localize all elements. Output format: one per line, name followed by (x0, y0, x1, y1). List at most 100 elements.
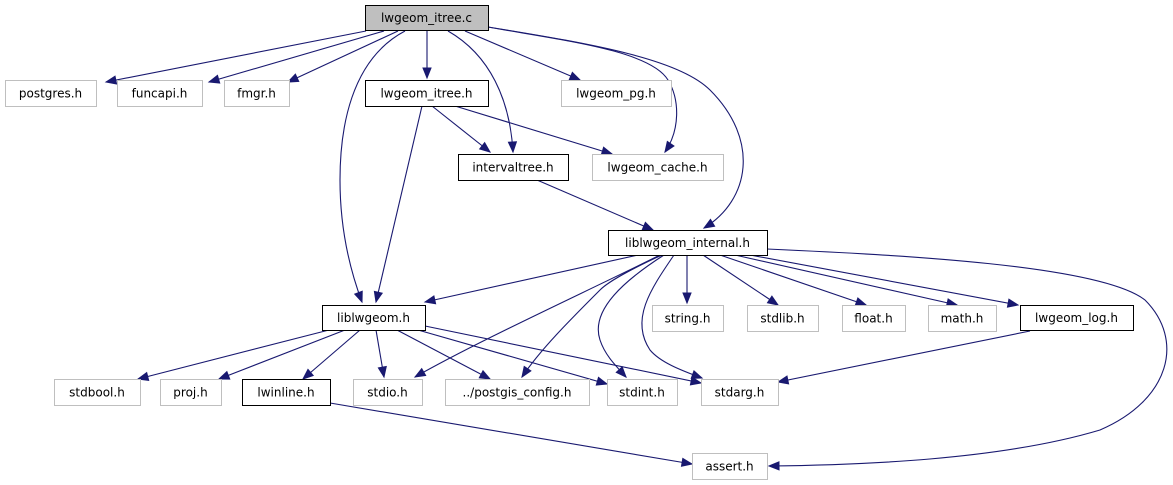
node-label: lwgeom_pg.h (576, 87, 656, 101)
node-label: stdlib.h (760, 312, 804, 326)
arrowhead-icon (766, 295, 780, 306)
node-lwgeom-cache-h: lwgeom_cache.h (592, 154, 724, 181)
arrowhead-icon (217, 370, 231, 380)
arrowhead-icon (680, 457, 694, 467)
node-lwgeom-log-h[interactable]: lwgeom_log.h (1020, 305, 1134, 331)
arrowhead-icon (595, 376, 609, 386)
node-lwgeom-itree-c[interactable]: lwgeom_itree.c (365, 5, 489, 31)
edge-liblwgeom_internal_h-to-stdlib_h (702, 254, 780, 306)
node-liblwgeom-internal-h[interactable]: liblwgeom_internal.h (608, 230, 768, 256)
edge-line (105, 30, 367, 83)
edge-lwgeom_itree_c-to-lwgeom_pg_h (464, 30, 582, 81)
node-box (747, 305, 819, 332)
node-box (365, 5, 489, 31)
node-box (561, 80, 672, 107)
edge-lwgeom_itree_c-to-intervaltree_h (447, 30, 518, 154)
node-proj-h: proj.h (160, 379, 222, 406)
edge-line (424, 254, 639, 303)
edge-line (414, 254, 661, 378)
node-postgis-config-h: ../postgis_config.h (445, 379, 590, 406)
node-stdlib-h: stdlib.h (747, 305, 819, 332)
node-liblwgeom-h[interactable]: liblwgeom.h (322, 305, 426, 331)
edge-line (766, 248, 1168, 467)
edge-line (749, 254, 1019, 306)
node-string-h: string.h (652, 305, 724, 332)
node-box (607, 379, 678, 406)
node-label: stdio.h (367, 386, 407, 400)
edge-line (218, 329, 346, 380)
edge-liblwgeom_h-to-stdio_h (375, 329, 387, 379)
edge-intervaltree_h-to-liblwgeom_internal_h (536, 179, 655, 231)
arrowhead-icon (568, 71, 582, 81)
arrowhead-icon (507, 141, 518, 154)
edge-lwgeom_log_h-to-stdarg_h (776, 330, 1031, 385)
arrowhead-icon (136, 371, 150, 381)
node-box (353, 379, 423, 406)
arrowhead-icon (615, 366, 627, 378)
node-stdbool-h: stdbool.h (54, 379, 141, 406)
arrowhead-icon (301, 368, 315, 380)
node-label: lwgeom_cache.h (607, 161, 707, 175)
arrowhead-icon (423, 295, 437, 305)
nodes-layer: lwgeom_itree.c postgres.h funcapi.h fmgr.h l… (5, 5, 1134, 480)
edge-line (424, 325, 702, 384)
node-box (592, 154, 724, 181)
edge-line (719, 254, 867, 306)
edge-line (597, 254, 665, 378)
edge-liblwgeom_internal_h-to-assert_h (766, 248, 1168, 471)
node-label: stdbool.h (69, 386, 125, 400)
edge-lwgeom_itree_c-to-fmgr_h (286, 30, 399, 83)
edge-liblwgeom_h-to-stdbool_h (136, 329, 330, 381)
node-stdarg-h: stdarg.h (701, 379, 779, 406)
edge-lwgeom_itree_c-to-liblwgeom_internal_h (487, 26, 744, 229)
node-label: fmgr.h (237, 87, 276, 101)
edge-line (536, 179, 654, 231)
arrowhead-icon (478, 141, 492, 153)
edge-line (375, 105, 423, 303)
edge-lwinline_h-to-assert_h (329, 402, 694, 467)
arrowhead-icon (854, 297, 868, 307)
node-funcapi-h: funcapi.h (117, 80, 203, 107)
edge-liblwgeom_h-to-lwinline_h (301, 329, 361, 380)
node-label: stdarg.h (715, 386, 765, 400)
edge-line (487, 26, 744, 229)
edge-line (287, 30, 399, 83)
arrowhead-icon (377, 365, 387, 379)
node-label: lwinline.h (257, 386, 314, 400)
node-lwinline-h[interactable]: lwinline.h (242, 379, 331, 406)
node-assert-h: assert.h (692, 453, 768, 480)
node-box (1020, 305, 1134, 331)
edge-lwgeom_itree_c-to-postgres_h (104, 30, 367, 85)
arrowhead-icon (664, 140, 675, 154)
edge-liblwgeom_internal_h-to-lwgeom_log_h (749, 254, 1020, 308)
edge-line (339, 30, 406, 303)
edge-line (521, 254, 663, 378)
node-label: lwgeom_itree.c (381, 11, 472, 25)
node-intervaltree-h[interactable]: intervaltree.h (458, 154, 569, 181)
arrowhead-icon (373, 290, 384, 304)
node-label: liblwgeom.h (337, 311, 410, 325)
node-fmgr-h: fmgr.h (224, 80, 290, 107)
edge-liblwgeom_internal_h-to-stdint_h (597, 254, 665, 378)
arrowhead-icon (641, 221, 655, 231)
edge-lwgeom_itree_h-to-intervaltree_h (431, 105, 492, 153)
edge-line (454, 105, 613, 155)
arrowhead-icon (521, 365, 532, 379)
arrowhead-icon (1006, 298, 1020, 308)
node-label: lwgeom_log.h (1035, 311, 1118, 325)
node-label: postgres.h (19, 87, 82, 101)
arrowhead-icon (689, 376, 703, 386)
node-box (842, 305, 906, 332)
arrowhead-icon (413, 367, 427, 378)
node-label: intervaltree.h (472, 161, 553, 175)
node-lwgeom-itree-h[interactable]: lwgeom_itree.h (365, 80, 489, 107)
node-box (458, 154, 569, 181)
edge-lwgeom_itree_c-to-funcapi_h (207, 30, 385, 84)
node-box (701, 379, 779, 406)
edge-liblwgeom_internal_h-to-postgis_config_h (521, 254, 663, 379)
edge-liblwgeom_h-to-postgis_config_h (396, 329, 492, 380)
node-box (928, 305, 997, 332)
edge-liblwgeom_h-to-stdarg_h (424, 325, 703, 386)
arrowhead-icon (207, 74, 221, 84)
